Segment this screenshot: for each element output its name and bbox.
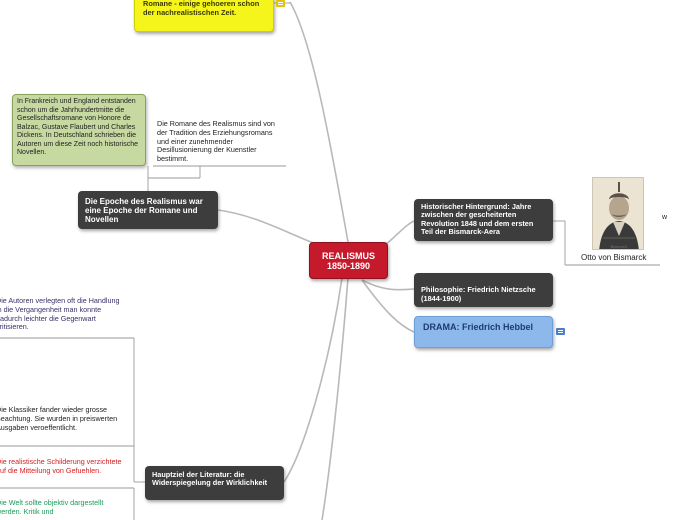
topic-romane-nachrealistisch[interactable]: Romane - einige gehoeren schon der nachr… bbox=[134, 0, 274, 32]
bismarck-portrait-image: Bismarck bbox=[593, 178, 643, 249]
topic-hauptziel-label: Hauptziel der Literatur: die Widerspiege… bbox=[152, 470, 268, 488]
topic-drama[interactable]: DRAMA: Friedrich Hebbel bbox=[414, 316, 553, 348]
central-title: REALISMUS bbox=[321, 251, 375, 261]
note-romane-tradition-text: Die Romane des Realismus sind von der Tr… bbox=[157, 119, 275, 164]
topic-epoche-label: Die Epoche des Realismus war eine Epoche… bbox=[85, 197, 203, 225]
topic-historischer-hintergrund[interactable]: Historischer Hintergrund: Jahre zwischen… bbox=[414, 199, 553, 241]
portrait-signature: Bismarck bbox=[610, 245, 628, 249]
topic-drama-label: DRAMA: Friedrich Hebbel bbox=[423, 322, 534, 332]
note-realistische-schilderung[interactable]: Die realistische Schilderung verzichtete… bbox=[0, 457, 126, 476]
note-frankreich-england-text: In Frankreich und England entstanden sch… bbox=[17, 98, 139, 157]
central-topic-realismus[interactable]: REALISMUS 1850-1890 bbox=[309, 242, 388, 279]
edge-letter: w bbox=[662, 214, 668, 221]
note-vergangenheit-text: Die Autoren verlegten oft die Handlung i… bbox=[0, 296, 120, 332]
topic-epoche-romane-novellen[interactable]: Die Epoche des Realismus war eine Epoche… bbox=[78, 191, 218, 229]
topic-philosophie[interactable]: Philosophie: Friedrich Nietzsche (1844-1… bbox=[414, 273, 553, 307]
note-romane-tradition[interactable]: Die Romane des Realismus sind von der Tr… bbox=[157, 119, 285, 164]
note-welt-objektiv[interactable]: Die Welt sollte objektiv dargestellt wer… bbox=[0, 498, 126, 517]
topic-hauptziel-literatur[interactable]: Hauptziel der Literatur: die Widerspiege… bbox=[145, 466, 284, 500]
topic-history-label: Historischer Hintergrund: Jahre zwischen… bbox=[421, 202, 534, 237]
note-schilderung-text: Die realistische Schilderung verzichtete… bbox=[0, 457, 122, 475]
note-klassiker[interactable]: Die Klassiker fander wieder grosse Beach… bbox=[0, 405, 126, 432]
bismarck-caption: Otto von Bismarck bbox=[581, 253, 647, 262]
note-klassiker-text: Die Klassiker fander wieder grosse Beach… bbox=[0, 405, 118, 432]
notes-icon[interactable] bbox=[276, 0, 285, 7]
topic-philosophy-label: Philosophie: Friedrich Nietzsche (1844-1… bbox=[421, 285, 536, 303]
note-vergangenheit[interactable]: Die Autoren verlegten oft die Handlung i… bbox=[0, 296, 126, 332]
note-welt-text: Die Welt sollte objektiv dargestellt wer… bbox=[0, 498, 104, 516]
topic-romane-label: Romane - einige gehoeren schon der nachr… bbox=[143, 0, 260, 17]
bismarck-portrait[interactable]: Bismarck bbox=[592, 177, 644, 250]
central-period: 1850-1890 bbox=[326, 261, 371, 272]
notes-icon[interactable] bbox=[556, 328, 565, 335]
note-frankreich-england[interactable]: In Frankreich und England entstanden sch… bbox=[12, 94, 146, 166]
